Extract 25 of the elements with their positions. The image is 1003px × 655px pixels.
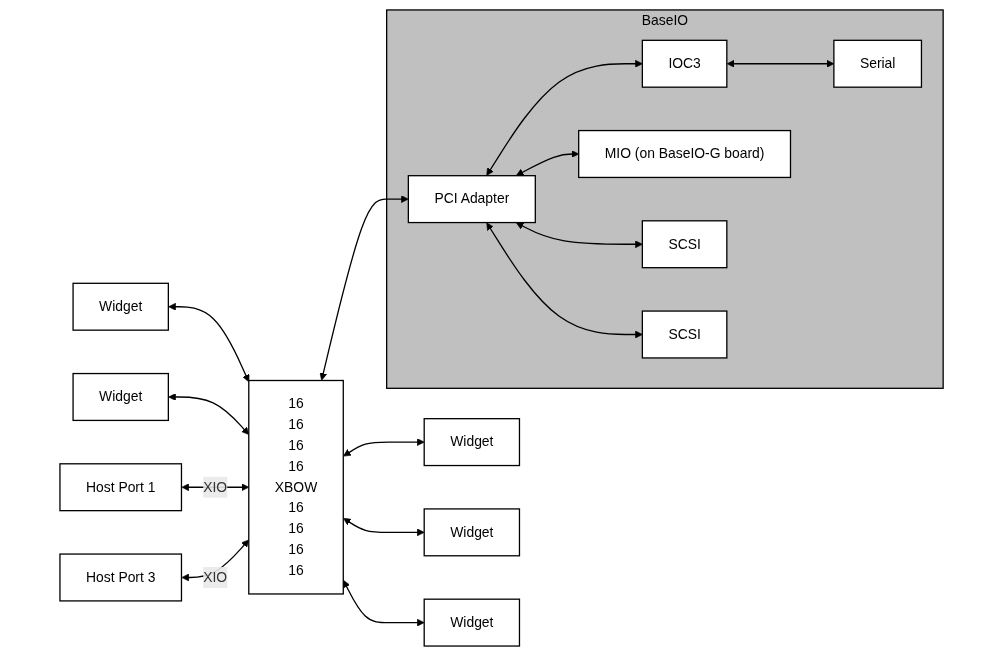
- edge-label: XIO: [203, 569, 228, 584]
- node-box: Widget: [423, 507, 521, 556]
- node-box: SCSI: [641, 219, 728, 268]
- arrow: [486, 59, 643, 176]
- edge-label: XIO: [203, 478, 228, 494]
- node-box: Host Port 1: [59, 462, 183, 511]
- node-box: SCSI: [641, 309, 728, 359]
- node-box: MIO (on BaseIO-G board): [578, 129, 792, 178]
- arrow: [343, 579, 425, 626]
- node-box: PCI Adapter: [407, 174, 536, 223]
- arrow: [515, 149, 579, 176]
- node-box: Widget: [72, 372, 169, 421]
- node-box: Widget: [423, 417, 521, 466]
- arrow: [168, 302, 250, 382]
- arrow: [486, 222, 643, 338]
- node-box: Serial: [833, 39, 923, 88]
- node-box: Widget: [423, 598, 521, 647]
- node-box: IOC3: [641, 39, 728, 88]
- arrow: [343, 517, 425, 536]
- node-box: 16 16 16 16 XBOW 16 16 16 16: [248, 379, 344, 595]
- arrow: [343, 437, 425, 456]
- node-box: Widget: [72, 282, 169, 331]
- arrow: [515, 221, 643, 248]
- node-box: Host Port 3: [59, 552, 183, 602]
- arrow: [319, 194, 409, 380]
